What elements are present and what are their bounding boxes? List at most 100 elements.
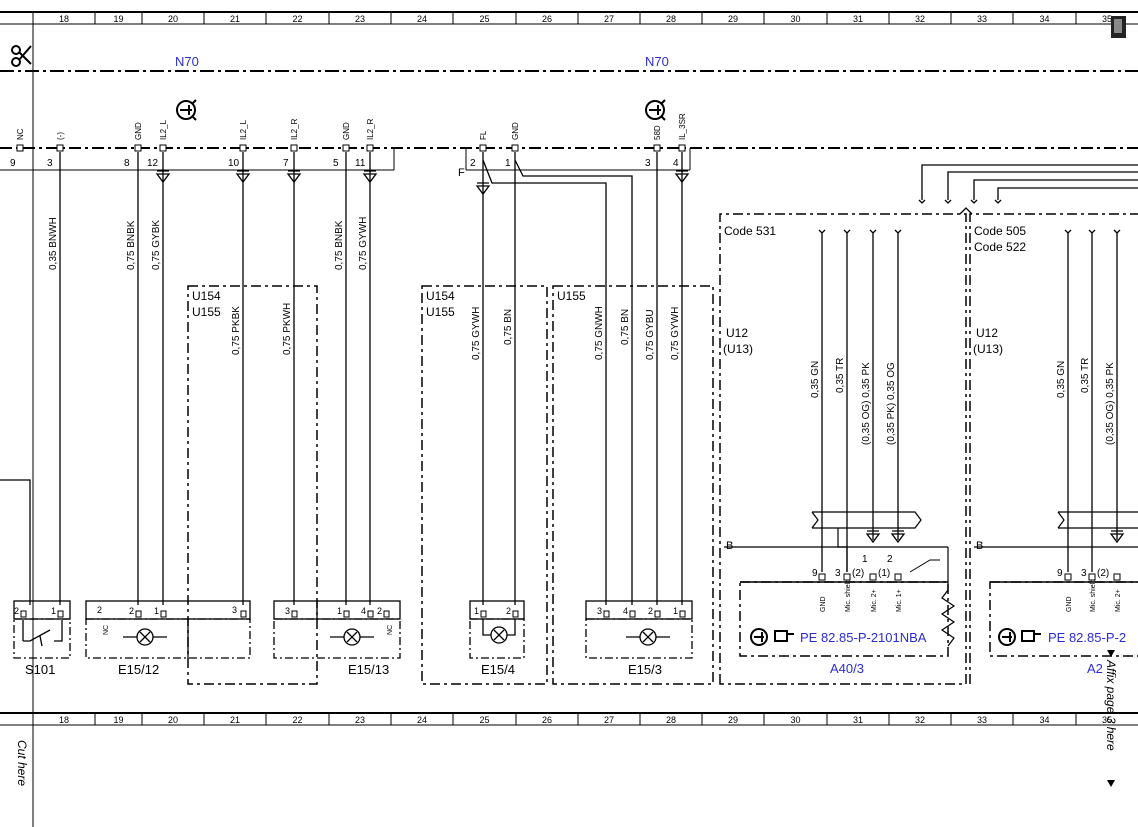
pin-number: 2 [377,606,382,616]
arrow-down-icon [475,182,491,196]
pin-number: 1 [154,606,159,616]
u155-box [552,285,714,685]
grid-number: 35 [1102,14,1112,24]
pin-number: 4 [361,606,366,616]
pin-name: IL2_L [239,119,248,140]
wire-hook [918,199,926,204]
pin-socket [603,610,610,618]
grid-number: 19 [113,14,123,24]
wire-label: 0,75 GYWH [471,307,482,360]
wire-label: 0,75 PKWH [282,303,293,355]
u154-label-a2: U155 [192,305,221,319]
grid-number: 25 [479,715,489,725]
pin-number: 7 [283,158,289,169]
code-531-label: Code 531 [724,224,776,238]
wire-label: 0,35 GN [1056,361,1067,398]
grid-number: 18 [59,14,69,24]
pin-socket [480,610,487,618]
a2-pin-9: 9 [1057,568,1063,579]
wire-label: 0,75 BN [620,309,631,345]
grid-number: 20 [168,715,178,725]
pin-number: 4 [623,606,628,616]
connector-housing [85,600,251,620]
component-e15-4: E15/4 [481,662,515,677]
code-505-box [969,213,1138,684]
grid-number: 33 [977,14,987,24]
arrow-down-icon [890,530,906,544]
pin-socket [160,610,167,618]
grid-number: 18 [59,715,69,725]
pin-socket [159,144,167,152]
grid-number: 27 [604,715,614,725]
pin-number: 11 [355,158,366,169]
mic-pin-name: Mic. shield [1090,579,1097,612]
mic-pin-name: Mic. 2+ [1115,589,1122,612]
switch-icon [22,620,63,647]
pointing-hand-icon [774,630,794,642]
arrow-down-icon [235,170,251,184]
grid-number: 32 [915,14,925,24]
grid-number: 26 [542,715,552,725]
wire-hook [994,199,1002,204]
top-ruler [0,11,1138,25]
pin-number: 1 [673,606,678,616]
pin-socket [1064,573,1072,581]
grid-number: 23 [355,715,365,725]
pin-socket [366,144,374,152]
grid-number: 22 [292,715,302,725]
nc-label: NC [387,625,394,635]
pin-socket [239,144,247,152]
grid-number: 32 [915,715,925,725]
lamp-box [273,618,401,659]
pe-link-1[interactable]: PE 82.85-P-2101NBA [800,630,927,645]
grid-number: 26 [542,14,552,24]
arrow-down-icon [286,170,302,184]
wire-hook [818,229,826,234]
arrow-down-icon [674,170,690,184]
pin-number: 3 [285,606,290,616]
pe-link-2[interactable]: PE 82.85-P-2 [1048,630,1126,645]
pin-name: IL2_R [366,118,375,140]
affix-page-text: Affix page 3 here [1104,659,1118,751]
pin-number: 2 [470,158,476,169]
grid-number: 30 [790,14,800,24]
wire-label: (0,35 PK) 0,35 OG [886,362,897,445]
pin-socket [653,144,661,152]
pin-socket [512,610,519,618]
cable-shield [724,511,1138,647]
mic-pin-name: GND [820,596,827,612]
grid-number: 23 [355,14,365,24]
grid-number: 33 [977,715,987,725]
grid-number: 34 [1039,14,1049,24]
a40-pin-2: (2) [852,568,864,579]
pin-name: NC [16,128,25,140]
u154-label-b1: U154 [426,289,455,303]
pin-socket [290,144,298,152]
connector-label-right: N70 [645,54,669,69]
pin-number: 12 [147,158,159,169]
pin-socket [511,144,519,152]
component-e15-13: E15/13 [348,662,389,677]
grid-number: 31 [853,14,863,24]
grid-number: 19 [113,715,123,725]
speaker-icon [176,99,197,121]
pin-name: GND [134,122,143,140]
u154-box-b [421,285,548,685]
a40-pin-3: 3 [835,568,841,579]
code-531-box [719,213,967,685]
grid-number: 29 [728,14,738,24]
connector-housing [273,600,401,620]
lamp-box [585,618,693,659]
grid-number: 24 [417,715,427,725]
b-marker: B [726,540,733,552]
component-e15-12: E15/12 [118,662,159,677]
a40-pin-9: 9 [812,568,818,579]
pin-number: 1 [474,606,479,616]
pin-name: (-) [56,132,65,140]
f-marker: F [458,167,465,179]
wire-hook [869,229,877,234]
mic-pin-name: Mic. 1+ [896,589,903,612]
pin-socket [291,610,298,618]
pin-socket [57,610,64,618]
